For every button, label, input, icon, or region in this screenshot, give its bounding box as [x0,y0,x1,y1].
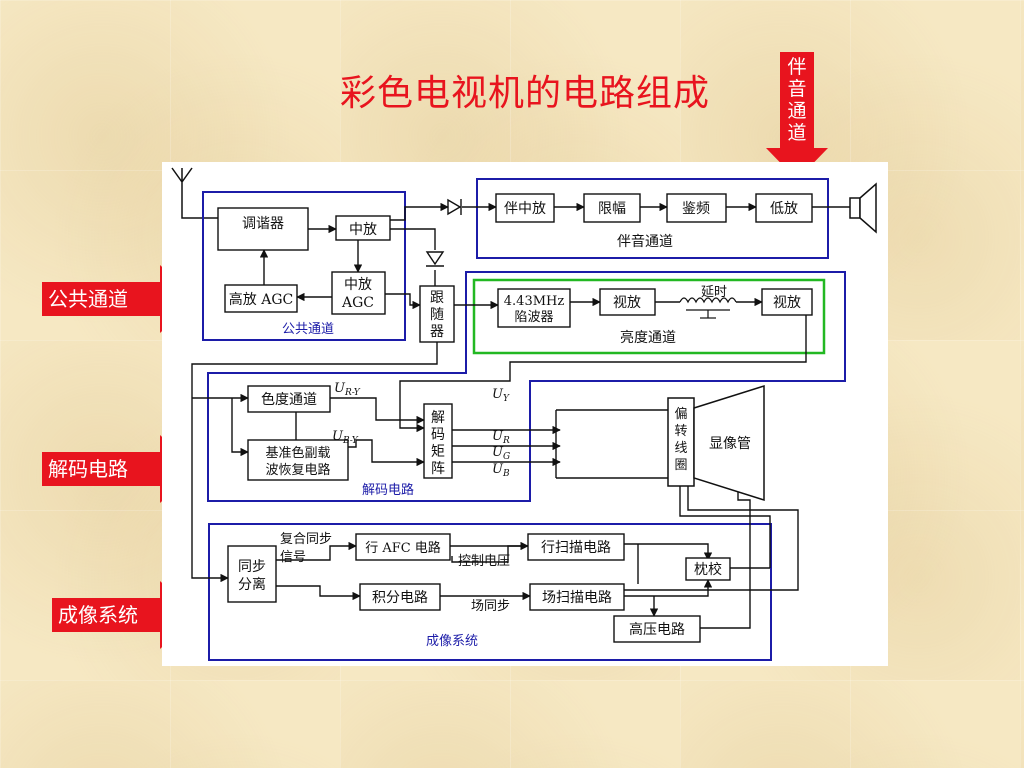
blocks [217,193,813,643]
block-audio-amp: 低放 [770,201,798,217]
page-title: 彩色电视机的电路组成 [340,73,711,114]
block-if-agc-line2: AGC [341,295,374,311]
block-coil-4: 圈 [674,458,687,473]
block-chroma: 色度通道 [261,391,317,408]
group-imaging [208,523,772,661]
block-integrator: 积分电路 [372,590,428,606]
crt-icon [667,384,765,502]
signal-ub: UB [492,462,510,479]
block-limiter: 限幅 [598,201,626,217]
group-label-imaging: 成像系统 [426,634,478,649]
group-decode [207,271,846,502]
group-luma [472,278,826,355]
signal-composite-sync-line2: 信号 [280,550,306,565]
block-delay: 延时 [701,285,727,300]
signal-u-by: UB-Y [332,429,359,446]
group-label-public: 公共通道 [282,322,334,337]
block-hv: 高压电路 [629,621,685,638]
block-sync-sep-line2: 分离 [238,576,266,593]
block-trap-line1: 4.43MHz [504,294,565,309]
speaker-icon [849,182,877,234]
block-matrix-3: 矩 [431,444,445,460]
block-if-amp: 中放 [349,222,377,238]
callout-label: 伴 音 通 道 [780,52,814,148]
block-sync-sep-line1: 同步 [238,559,266,575]
group-label-luma: 亮度通道 [620,329,676,346]
callout-label: 成像系统 [52,598,172,632]
signal-field-sync: 场同步 [471,599,510,614]
block-video-amp-1: 视放 [613,295,641,311]
block-ref-color-line2: 波恢复电路 [265,462,330,478]
block-audio-if: 伴中放 [504,201,546,217]
block-trap-line2: 陷波器 [514,310,553,325]
block-h-scan: 行扫描电路 [541,540,611,556]
group-label-decode: 解码电路 [362,482,414,498]
block-matrix-2: 码 [431,427,445,443]
block-crt: 显像管 [709,436,751,452]
signal-composite-sync-line1: 复合同步 [280,532,332,547]
callout-label: 公共通道 [42,282,162,316]
signal-u-ry: UR-Y [334,381,361,398]
block-coil-1: 偏 [674,407,687,422]
block-ref-color-line1: 基准色副载 [265,445,330,461]
block-rf-agc: 高放 AGC [229,291,293,308]
group-public [202,191,406,341]
block-video-amp-2: 视放 [773,295,801,311]
signal-ur: UR [492,429,510,446]
group-label-audio: 伴音通道 [617,233,673,250]
group-audio [476,178,829,259]
antenna-icon [171,167,218,219]
block-matrix-1: 解 [431,410,445,426]
block-v-scan: 场扫描电路 [542,590,612,606]
signal-control-voltage: 控制电压 [458,554,510,569]
block-tuner: 调谐器 [242,216,284,232]
callout-label: 解码电路 [42,452,162,486]
block-coil-3: 线 [674,441,687,456]
block-h-afc: 行 AFC 电路 [365,540,441,556]
block-follower-3: 器 [430,324,444,340]
delay-line-icon [679,297,737,319]
wires [191,202,850,629]
block-if-agc-line1: 中放 [344,277,372,293]
block-pincushion: 枕校 [694,561,722,578]
block-follower-1: 跟 [430,290,444,306]
block-coil-2: 转 [674,424,687,439]
block-follower-2: 随 [430,307,444,323]
signal-ug: UG [492,445,510,462]
signal-uy: UY [492,387,510,404]
block-matrix-4: 阵 [431,461,445,477]
diode-icon [425,198,462,267]
block-discriminator: 鉴频 [682,201,710,217]
